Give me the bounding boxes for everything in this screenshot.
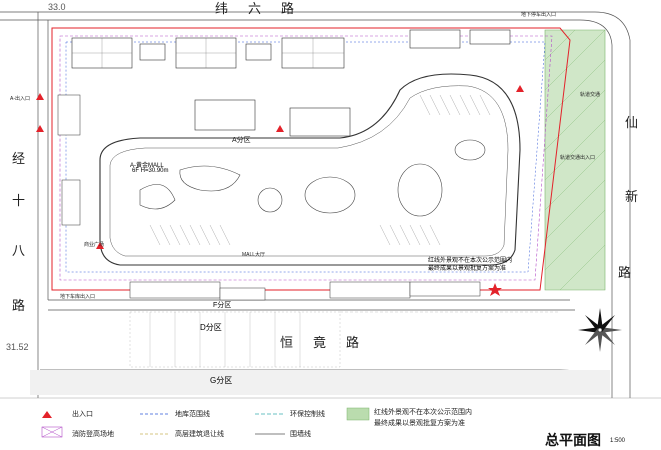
south-road-name: 恒竟路 <box>280 336 380 351</box>
west-buildings <box>57 94 81 226</box>
west-road-char-3: 八 <box>12 244 26 259</box>
east-road-char-3: 路 <box>618 266 632 281</box>
site-rail2-label: 轨道交通出入口 <box>560 155 596 161</box>
mall-name-label: A-黄金MALL <box>130 163 164 169</box>
north-road-name: 纬六路 <box>215 2 315 17</box>
south-road-band <box>30 370 610 395</box>
mall-skylights <box>139 139 486 217</box>
site-garage-label: 地下车库出入口 <box>60 294 96 300</box>
legend-setback-text: 高层建筑退让线 <box>175 431 224 438</box>
mall-roof-ribs <box>149 94 491 246</box>
zone-d-label: D分区 <box>200 323 222 332</box>
note-line-1: 红线外景观不在本次公示范围内 <box>428 258 513 264</box>
south-buildings <box>129 281 481 301</box>
site-entrance-label: A-出入口 <box>10 96 31 102</box>
note-line-2: 最终成果以景观批复方案为准 <box>428 266 507 272</box>
legend-panel <box>0 398 661 450</box>
legend-entrance-text: 出入口 <box>72 411 93 418</box>
legend-note-1: 红线外景观不在本次公示范围内 <box>374 409 472 416</box>
west-road-char-2: 十 <box>12 194 26 209</box>
north-arrow-compass <box>578 308 622 352</box>
site-garage2-label: 地下停车出入口 <box>521 12 557 18</box>
site-lobby-label: MALL大厅 <box>242 252 266 258</box>
red-property-line <box>51 27 571 291</box>
green-zone-hatching <box>544 29 606 291</box>
legend-entrance-icon <box>42 411 52 418</box>
mall-inner-outline <box>109 85 509 257</box>
mall-floors-label: 6F H=30.90m <box>132 168 169 174</box>
legend-env-text: 环保控制线 <box>290 411 325 418</box>
purple-setback-line <box>59 35 553 281</box>
site-rail-label: 轨道交通 <box>580 92 601 98</box>
east-road-char-1: 仙 <box>625 116 639 131</box>
drawing-scale: 1:500 <box>610 438 626 444</box>
west-road-char-4: 路 <box>12 299 26 314</box>
north-building-detail <box>72 38 344 68</box>
legend-basement-text: 地库范围线 <box>175 411 210 418</box>
zone-f-label: F分区 <box>213 302 232 309</box>
coord-bottom-left: 31.52 <box>6 342 29 352</box>
entrance-markers <box>36 85 524 249</box>
zone-a-label: A分区 <box>232 137 251 144</box>
parking-grid <box>129 311 560 368</box>
legend-green-swatch <box>346 407 370 421</box>
east-road-char-2: 新 <box>625 190 639 205</box>
zone-g-label: G分区 <box>210 376 233 385</box>
legend-note-2: 最终成果以景观批复方案为准 <box>374 420 465 427</box>
coord-top-left: 33.0 <box>48 2 66 12</box>
legend-fire-text: 消防登高场地 <box>72 431 114 438</box>
site-square-label: 商业广场 <box>84 242 105 248</box>
legend-swatches <box>41 407 370 438</box>
drawing-title: 总平面图 <box>545 433 601 449</box>
mall-outline <box>99 73 521 266</box>
legend-wall-text: 围墙线 <box>290 431 311 438</box>
origin-star-marker <box>488 283 502 296</box>
west-road-char-1: 经 <box>12 152 26 167</box>
